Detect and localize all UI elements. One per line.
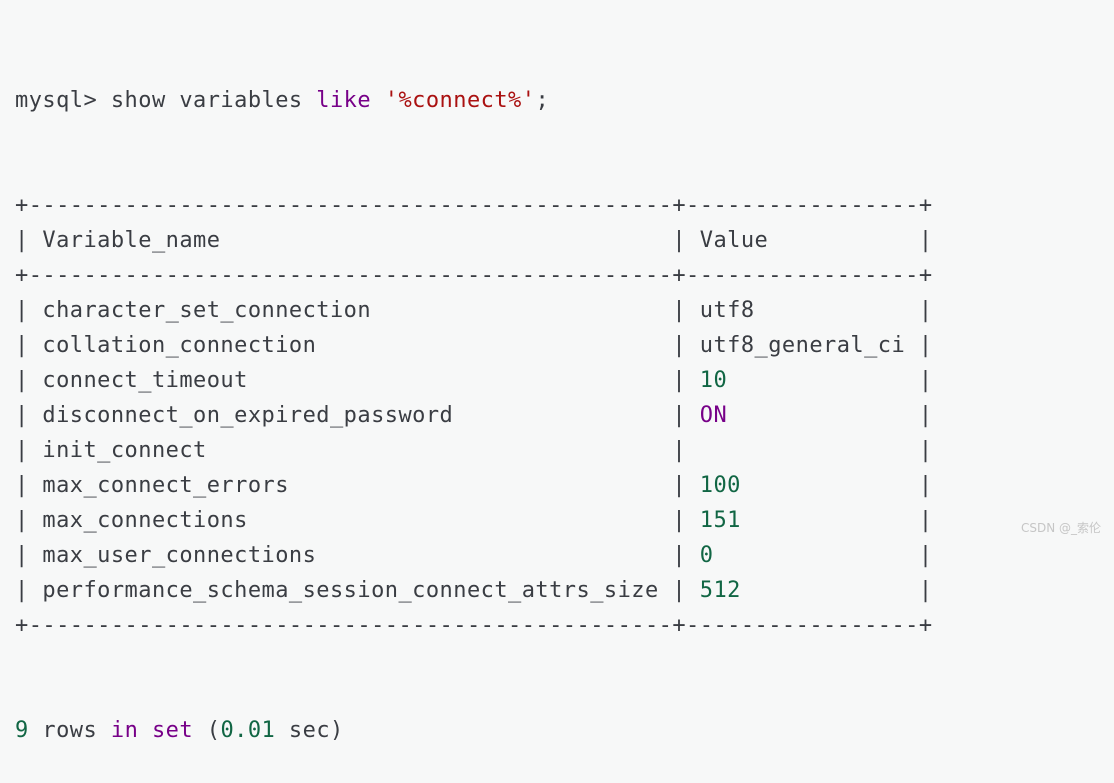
- token-number: 512: [699, 578, 906, 603]
- token-plain: [371, 88, 385, 113]
- token-plain: [138, 718, 152, 743]
- result-table: +---------------------------------------…: [15, 188, 933, 643]
- token-plain: utf8_general_ci: [699, 333, 906, 358]
- table-row: | max_connect_errors | 100 |: [15, 468, 933, 503]
- terminal-output: mysql> show variables like '%connect%'; …: [15, 13, 933, 783]
- table-row: | init_connect | |: [15, 433, 933, 468]
- token-number: 0: [699, 543, 906, 568]
- token-plain: |: [905, 368, 933, 393]
- token-plain: | connect_timeout |: [15, 368, 700, 393]
- token-plain: |: [905, 543, 933, 568]
- token-plain: |: [905, 298, 933, 323]
- token-plain: | max_user_connections |: [15, 543, 700, 568]
- token-plain: +---------------------------------------…: [15, 613, 933, 638]
- token-plain: +---------------------------------------…: [15, 263, 933, 288]
- table-row: | character_set_connection | utf8 |: [15, 293, 933, 328]
- token-string: '%connect%': [384, 88, 536, 113]
- token-plain: sec): [275, 718, 344, 743]
- token-plain: | Variable_name | Value |: [15, 228, 933, 253]
- token-plain: rows: [28, 718, 111, 743]
- token-plain: |: [905, 473, 933, 498]
- token-number: 151: [699, 508, 906, 533]
- token-plain: |: [905, 403, 933, 428]
- token-plain: | max_connections |: [15, 508, 700, 533]
- table-border-mid: +---------------------------------------…: [15, 258, 933, 293]
- table-row: | max_user_connections | 0 |: [15, 538, 933, 573]
- token-plain: | performance_schema_session_connect_att…: [15, 578, 700, 603]
- token-keyword: set: [151, 718, 194, 743]
- table-row: | max_connections | 151 |: [15, 503, 933, 538]
- token-plain: | disconnect_on_expired_password |: [15, 403, 700, 428]
- token-number: 0.01: [220, 718, 276, 743]
- token-keyword: in: [110, 718, 139, 743]
- token-plain: [700, 438, 905, 463]
- token-keyword: ON: [699, 403, 906, 428]
- token-plain: | init_connect |: [15, 438, 700, 463]
- token-number: 9: [15, 718, 29, 743]
- table-row: | collation_connection | utf8_general_ci…: [15, 328, 933, 363]
- token-plain: |: [905, 578, 933, 603]
- token-plain: | character_set_connection |: [15, 298, 700, 323]
- table-border-top: +---------------------------------------…: [15, 188, 933, 223]
- table-row: | connect_timeout | 10 |: [15, 363, 933, 398]
- token-keyword: like: [316, 88, 372, 113]
- table-header-row: | Variable_name | Value |: [15, 223, 933, 258]
- token-number: 100: [699, 473, 906, 498]
- token-plain: | collation_connection |: [15, 333, 700, 358]
- table-row: | disconnect_on_expired_password | ON |: [15, 398, 933, 433]
- token-plain: |: [905, 333, 933, 358]
- csdn-watermark: CSDN @_索伦: [1020, 521, 1101, 535]
- mysql-command-line: mysql> show variables like '%connect%';: [15, 83, 933, 118]
- token-plain: |: [905, 438, 933, 463]
- token-plain: utf8: [699, 298, 906, 323]
- table-row: | performance_schema_session_connect_att…: [15, 573, 933, 608]
- table-border-bottom: +---------------------------------------…: [15, 608, 933, 643]
- status-line: 9 rows in set (0.01 sec): [15, 713, 933, 748]
- token-plain: +---------------------------------------…: [15, 193, 933, 218]
- token-plain: mysql> show variables: [15, 88, 317, 113]
- token-plain: | max_connect_errors |: [15, 473, 700, 498]
- token-number: 10: [699, 368, 906, 393]
- token-plain: ;: [535, 88, 550, 113]
- token-plain: (: [193, 718, 221, 743]
- token-plain: |: [905, 508, 933, 533]
